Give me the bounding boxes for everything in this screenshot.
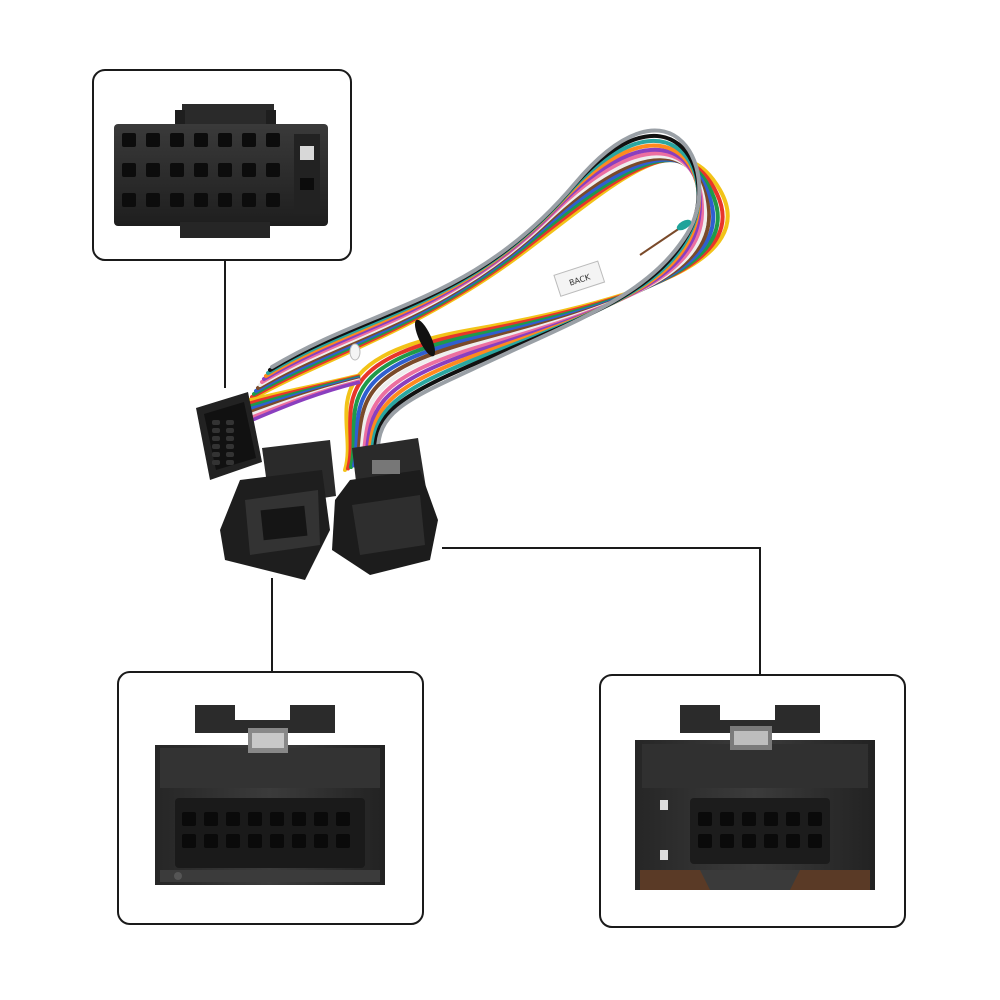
connector-pin — [786, 834, 800, 848]
connector-pin — [212, 436, 220, 441]
harness-vehicle-plug-b — [332, 438, 438, 575]
connector-pin — [266, 163, 280, 177]
connector-pin — [182, 812, 196, 826]
connector-pin — [226, 428, 234, 433]
iso-16-pin-female-connector — [114, 104, 328, 238]
connector-pin — [270, 834, 284, 848]
connector-pin — [194, 193, 208, 207]
connector-pin — [204, 834, 218, 848]
connector-pin — [336, 812, 350, 826]
connector-pin — [218, 193, 232, 207]
connector-pin — [242, 193, 256, 207]
connector-pin — [698, 834, 712, 848]
wire-bundle — [248, 128, 730, 472]
connector-pin — [226, 460, 234, 465]
cable-tie — [349, 319, 436, 361]
connector-pin — [226, 452, 234, 457]
connector-pin — [122, 133, 136, 147]
connector-pin — [218, 133, 232, 147]
vehicle-connector-a — [155, 705, 385, 885]
connector-pin — [122, 193, 136, 207]
connector-pin — [146, 163, 160, 177]
connector-pin — [170, 193, 184, 207]
connector-pin — [170, 133, 184, 147]
connector-pin — [314, 834, 328, 848]
connector-pin — [146, 193, 160, 207]
connector-pin — [170, 163, 184, 177]
connector-pin — [292, 834, 306, 848]
connector-pin — [270, 812, 284, 826]
connector-pin — [808, 812, 822, 826]
connector-pin — [266, 193, 280, 207]
connector-pin — [242, 133, 256, 147]
sensor-tip — [639, 219, 692, 256]
leader-line-bottom-right — [442, 547, 761, 675]
connector-pin — [720, 812, 734, 826]
connector-pin — [764, 834, 778, 848]
connector-pin — [226, 436, 234, 441]
connector-pin — [182, 834, 196, 848]
wire — [270, 128, 702, 456]
connector-pin-grid — [698, 812, 822, 848]
connector-pin — [248, 812, 262, 826]
connector-pin — [194, 163, 208, 177]
connector-pin — [314, 812, 328, 826]
harness-vehicle-plug-a — [220, 440, 336, 580]
connector-pin — [248, 834, 262, 848]
wire — [249, 380, 361, 423]
connector-pin-grid — [182, 812, 350, 848]
connector-pin — [742, 834, 756, 848]
connector-pin — [212, 428, 220, 433]
connector-pin — [146, 133, 160, 147]
connector-pin — [764, 812, 778, 826]
connector-pin — [808, 834, 822, 848]
connector-pin — [336, 834, 350, 848]
connector-pin — [226, 834, 240, 848]
wire-label-sticker: BACK — [553, 260, 606, 297]
connector-pin — [194, 133, 208, 147]
connector-pin — [212, 420, 220, 425]
connector-pin-grid — [122, 133, 280, 207]
connector-pin — [742, 812, 756, 826]
connector-pin — [786, 812, 800, 826]
connector-pin — [226, 812, 240, 826]
connector-pin — [204, 812, 218, 826]
harness-16-pin-plug — [196, 392, 262, 480]
connector-pin — [122, 163, 136, 177]
connector-pin — [218, 163, 232, 177]
connector-pin — [720, 834, 734, 848]
connector-pin — [242, 163, 256, 177]
connector-pin — [266, 133, 280, 147]
connector-pin — [698, 812, 712, 826]
connector-pin — [226, 444, 234, 449]
connector-pin — [292, 812, 306, 826]
connector-pin — [226, 420, 234, 425]
leader-lines — [224, 260, 761, 675]
vehicle-connector-b — [635, 705, 875, 890]
connector-pin — [212, 460, 220, 465]
connector-pin — [212, 444, 220, 449]
connector-pin — [212, 452, 220, 457]
